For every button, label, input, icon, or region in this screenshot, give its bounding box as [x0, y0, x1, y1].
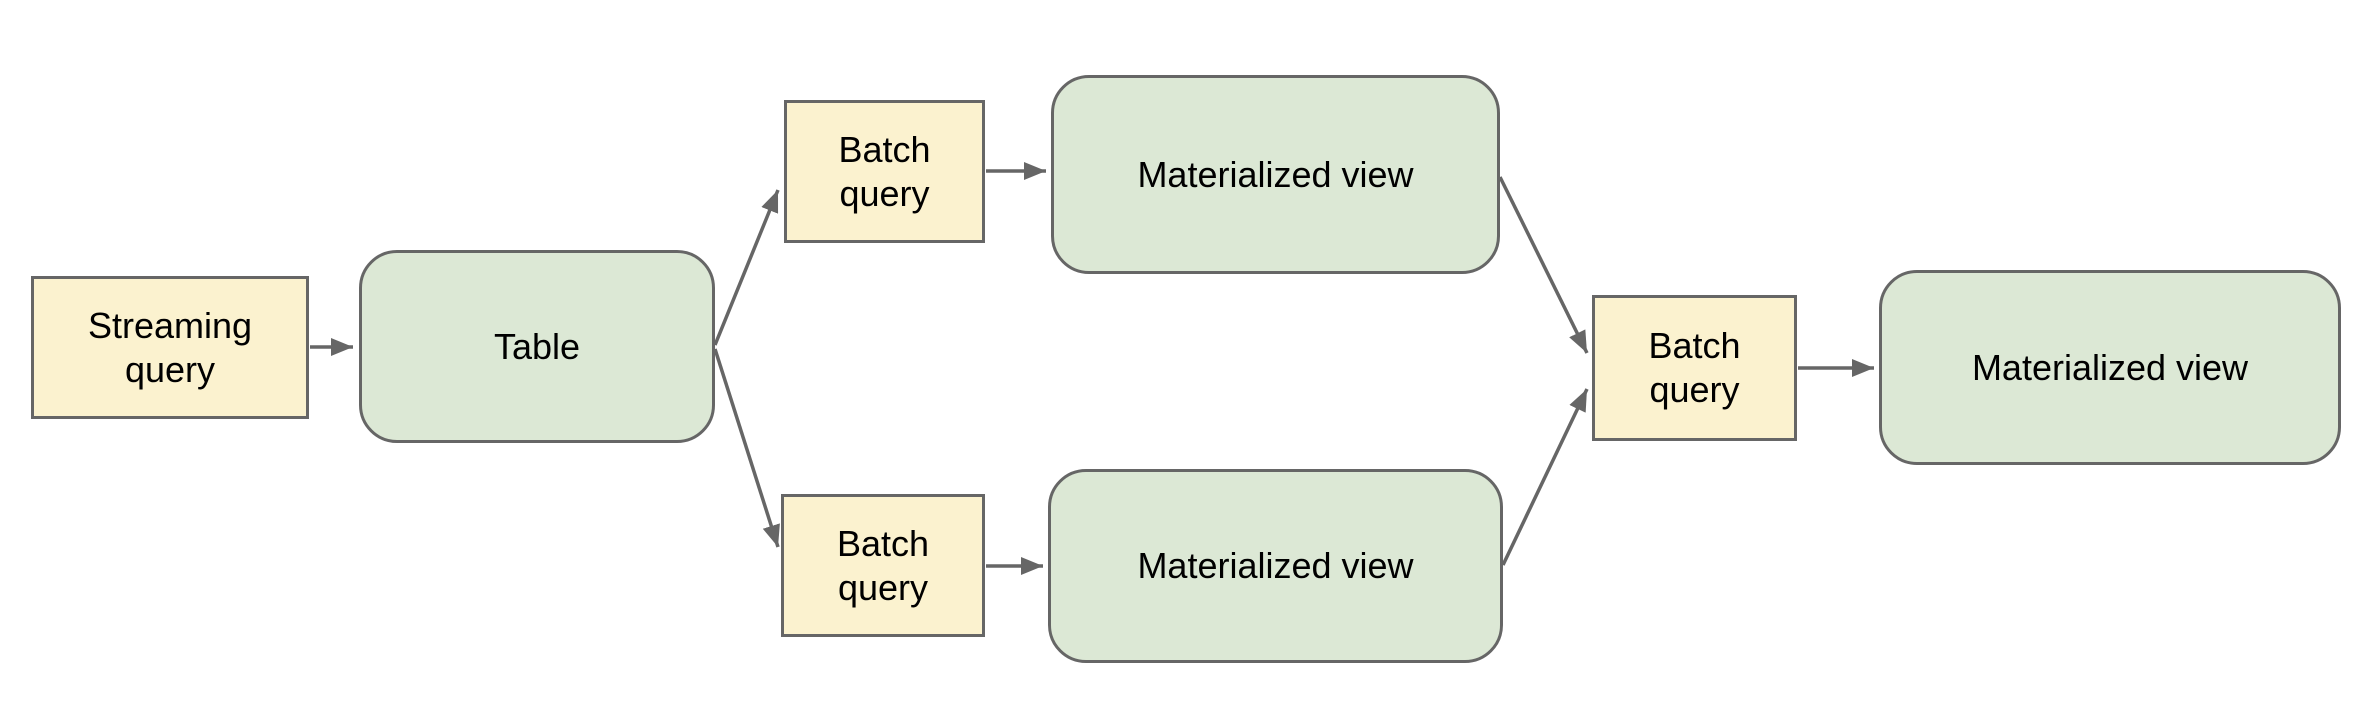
node-materialized-view-right-label: Materialized view: [1971, 346, 2249, 388]
node-materialized-view-top: Materialized view: [1051, 75, 1500, 274]
node-batch-query-bottom-label: Batch query: [836, 522, 930, 608]
node-streaming-query-label: Streaming query: [87, 304, 253, 390]
node-materialized-view-top-label: Materialized view: [1137, 153, 1414, 195]
node-table: Table: [359, 250, 715, 443]
edge-materialized-view-bottom-to-batch-query-right: [1501, 388, 1589, 566]
edge-materialized-view-top-to-batch-query-right: [1498, 176, 1589, 354]
node-batch-query-bottom: Batch query: [781, 494, 985, 637]
node-materialized-view-bottom-label: Materialized view: [1137, 545, 1414, 587]
node-batch-query-right: Batch query: [1592, 295, 1797, 441]
node-batch-query-top-label: Batch query: [838, 128, 931, 214]
node-streaming-query: Streaming query: [31, 276, 309, 419]
node-batch-query-top: Batch query: [784, 100, 985, 243]
node-batch-query-right-label: Batch query: [1648, 325, 1741, 410]
edge-table-to-batch-query-bottom: [713, 348, 780, 548]
node-table-label: Table: [493, 325, 581, 367]
node-materialized-view-bottom: Materialized view: [1048, 469, 1503, 663]
node-materialized-view-right: Materialized view: [1879, 270, 2341, 465]
edge-table-to-batch-query-top: [713, 189, 780, 346]
